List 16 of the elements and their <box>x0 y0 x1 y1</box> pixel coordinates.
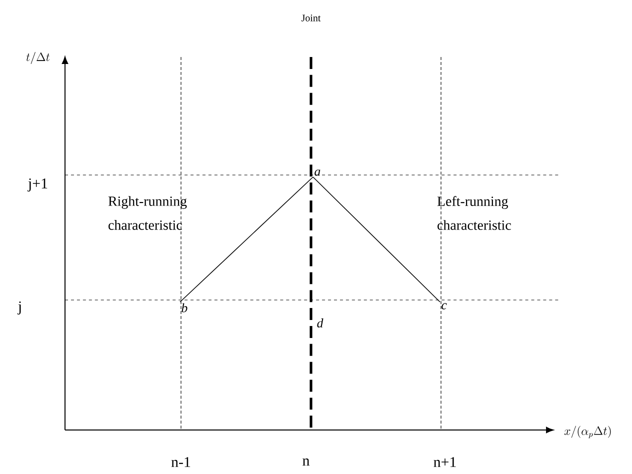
point-label: d <box>317 318 324 328</box>
characteristic-line <box>312 176 440 302</box>
axis-label: $t/\Delta t$ <box>26 52 50 64</box>
tick-label: n-1 <box>171 457 190 467</box>
tick-label: n+1 <box>434 457 456 467</box>
region-label: Left-running characteristic <box>437 196 511 230</box>
axis-label: $x/(\alpha_{p}\Delta t)$ <box>564 426 611 438</box>
tick-label: j <box>18 301 21 315</box>
tick-label: j+1 <box>28 178 48 192</box>
tick-label: n <box>302 458 310 466</box>
point-label: c <box>442 303 447 310</box>
region-label: Right-running characteristic <box>108 196 187 230</box>
joint-label: Joint <box>302 14 321 22</box>
point-label: b <box>182 303 188 312</box>
point-label: a <box>314 170 320 176</box>
characteristic-line <box>180 176 314 302</box>
